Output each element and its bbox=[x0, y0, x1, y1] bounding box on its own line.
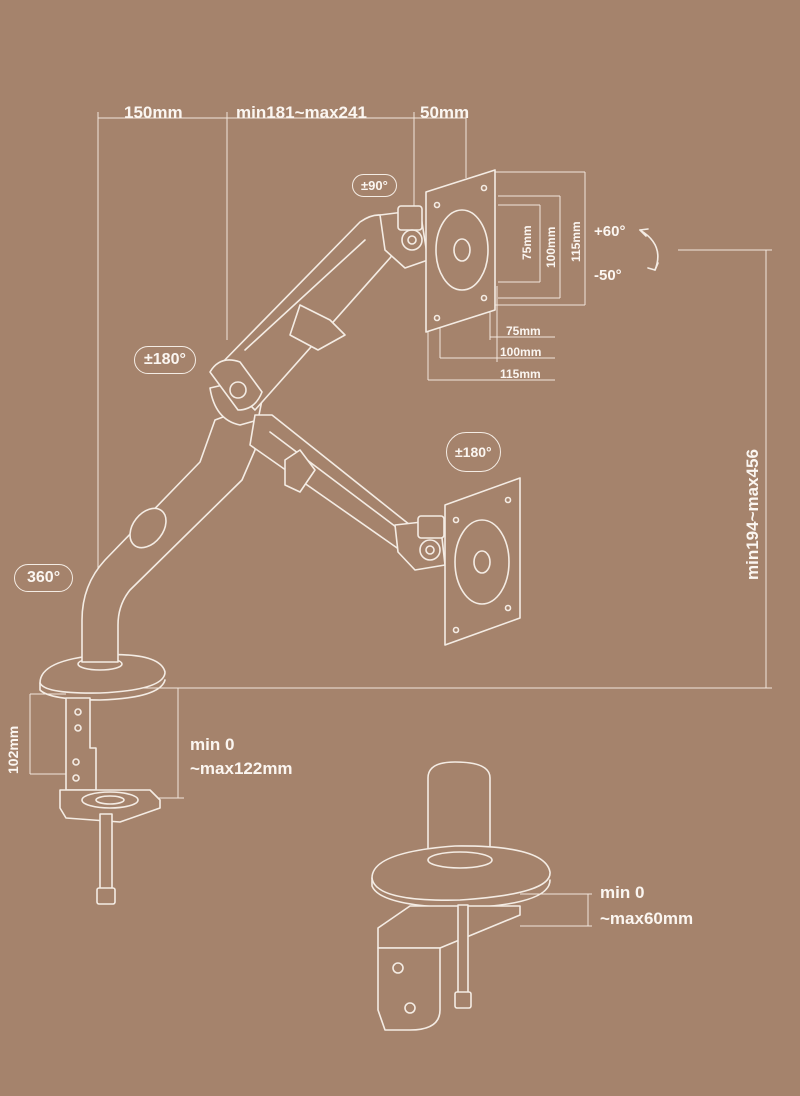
vesa-outer-w-label: 115mm bbox=[500, 367, 541, 381]
lower-joint-rotation-badge: ±180° bbox=[446, 432, 501, 472]
pole bbox=[81, 379, 263, 663]
clamp-height-label: 102mm bbox=[5, 725, 21, 774]
base-rotation-label: 360° bbox=[14, 564, 74, 592]
vesa-outer-h-label: 115mm bbox=[569, 221, 583, 262]
lower-arm bbox=[249, 414, 411, 551]
height-range-label: min194~max456 bbox=[743, 449, 762, 580]
desk-clamp bbox=[59, 697, 161, 905]
vesa-mid-w-label: 100mm bbox=[500, 345, 542, 359]
elbow-rotation-label: ±180° bbox=[134, 346, 196, 374]
vesa-inner-w-label: 75mm bbox=[506, 324, 541, 338]
head-swivel-label: ±90° bbox=[352, 174, 397, 197]
arm-base-offset-label: 150mm bbox=[124, 103, 183, 122]
vesa-mid-h-label: 100mm bbox=[544, 226, 558, 268]
clamp-dimension-lines bbox=[29, 688, 184, 799]
height-dimension-lines bbox=[115, 249, 772, 689]
tilt-up-label: +60° bbox=[594, 223, 626, 240]
lower-joint-rotation-label: ±180° bbox=[446, 432, 501, 472]
lower-vesa-plate bbox=[444, 477, 521, 646]
elbow-rotation-badge: ±180° bbox=[134, 346, 196, 374]
tilt-arrow bbox=[639, 228, 659, 271]
grommet-min-label: min 0 bbox=[600, 883, 645, 902]
vesa-inner-h-label: 75mm bbox=[520, 225, 534, 260]
grommet-max-label: ~max60mm bbox=[600, 909, 694, 928]
upper-head bbox=[379, 205, 429, 269]
head-offset-label: 50mm bbox=[420, 103, 470, 122]
grommet-dimension-lines bbox=[520, 893, 592, 927]
arm-reach-label: min181~max241 bbox=[236, 103, 367, 122]
grommet-detail bbox=[371, 761, 551, 1031]
upper-vesa-plate bbox=[425, 169, 496, 333]
base-rotation-badge: 360° bbox=[14, 564, 74, 592]
upper-arm bbox=[209, 214, 400, 411]
lower-head bbox=[394, 515, 446, 571]
vesa-dimension-lines bbox=[427, 171, 586, 381]
top-dimension-lines bbox=[97, 112, 467, 570]
tilt-down-label: -50° bbox=[594, 267, 622, 284]
clamp-min-label: min 0 bbox=[190, 735, 235, 754]
head-swivel-badge: ±90° bbox=[352, 174, 397, 197]
clamp-max-label: ~max122mm bbox=[190, 759, 293, 778]
